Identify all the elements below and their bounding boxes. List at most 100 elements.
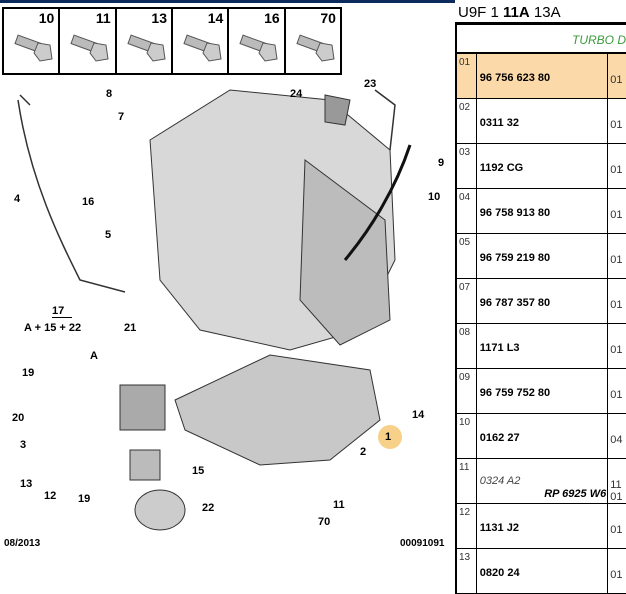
engine-subtitle: TURBO D	[455, 25, 626, 54]
quantity: 01	[610, 164, 623, 176]
callout-label[interactable]: 19	[22, 367, 35, 379]
callout-label[interactable]: 23	[364, 78, 377, 90]
part-number: 96 758 913 80	[479, 207, 551, 219]
part-number: 0162 27	[479, 432, 520, 444]
part-reference[interactable]: 96 759 219 80	[477, 234, 609, 278]
fastener-14[interactable]: 14	[173, 9, 230, 73]
diagram-ref: 00091091	[400, 538, 445, 549]
quantity: 01	[610, 74, 623, 86]
part-reference[interactable]: 96 758 913 80	[477, 189, 609, 233]
callout-label[interactable]: 13	[20, 478, 33, 490]
fastener-number: 10	[38, 10, 55, 26]
bolt-icon	[14, 34, 53, 62]
callout-label[interactable]: 2	[360, 446, 367, 458]
engine-code: U9F 1 11A 13A	[455, 0, 626, 25]
item-number: 09	[457, 369, 477, 413]
part-reference[interactable]: 96 787 357 80	[477, 279, 609, 323]
callout-label[interactable]: 14	[412, 409, 425, 421]
item-number: 04	[457, 189, 477, 233]
callout-label[interactable]: A + 15 + 22	[24, 322, 82, 334]
callout-label[interactable]: 5	[105, 229, 112, 241]
quantity: 04	[610, 434, 623, 446]
part-reference[interactable]: 1131 J2	[477, 504, 609, 548]
item-number: 13	[457, 549, 477, 593]
item-number: 03	[457, 144, 477, 188]
part-reference[interactable]: 0311 32	[477, 99, 609, 143]
part-reference[interactable]: 1171 L3	[477, 324, 609, 368]
callout-label[interactable]: 21	[124, 322, 137, 334]
bolt-icon	[127, 34, 166, 62]
fastener-11[interactable]: 11	[60, 9, 117, 73]
callout-label[interactable]: 22	[202, 502, 215, 514]
item-number: 12	[457, 504, 477, 548]
part-reference[interactable]: 96 759 752 80	[477, 369, 609, 413]
fastener-number: 13	[151, 10, 167, 26]
callout-label[interactable]: 3	[20, 439, 27, 451]
quantity: 01	[610, 119, 623, 131]
callout-label[interactable]: 19	[78, 493, 91, 505]
fastener-70[interactable]: 70	[286, 9, 340, 73]
engine-illustration	[17, 89, 412, 531]
callout-label[interactable]: 7	[118, 111, 125, 123]
part-alt-reference: RP 6925 W6	[544, 488, 607, 500]
callout-label[interactable]: 70	[318, 516, 331, 528]
fastener-10[interactable]: 10	[4, 9, 61, 73]
part-reference[interactable]: 0162 27	[477, 414, 609, 458]
part-number: 96 756 623 80	[479, 72, 551, 84]
callout-label[interactable]: 11	[333, 499, 345, 511]
dipstick	[17, 99, 126, 293]
item-number: 07	[457, 279, 477, 323]
fastener-number: 14	[207, 10, 224, 26]
diagram-date: 08/2013	[4, 538, 41, 549]
oil-pan	[174, 354, 381, 466]
quantity: 01	[610, 209, 623, 221]
part-reference[interactable]: 1192 CG	[477, 144, 609, 188]
part-number: 0324 A2	[479, 475, 521, 487]
oil-filter-housing	[119, 384, 166, 431]
engine-code-suffix: 13A	[529, 4, 561, 21]
callout-label[interactable]: 4	[14, 193, 21, 205]
part-number: 1131 J2	[479, 522, 519, 534]
quantity: 01	[610, 254, 623, 266]
item-number: 02	[457, 99, 477, 143]
callout-label[interactable]: 12	[44, 490, 57, 502]
fastener-16[interactable]: 16	[229, 9, 286, 73]
quantity: 01	[610, 569, 623, 581]
part-number: 96 759 219 80	[479, 252, 551, 264]
quantity: 11 01	[610, 479, 623, 503]
item-number: 11	[457, 459, 477, 503]
callout-label[interactable]: A	[90, 350, 98, 362]
callout-label[interactable]: 24	[290, 88, 303, 100]
callout-label[interactable]: 15	[192, 465, 205, 477]
callout-label[interactable]: 17	[52, 305, 72, 318]
timing-cover	[299, 159, 391, 346]
callout-label[interactable]: 16	[82, 196, 95, 208]
callout-label[interactable]: 20	[12, 412, 25, 424]
bracket	[324, 94, 351, 126]
callout-label[interactable]: 8	[106, 88, 113, 100]
part-reference[interactable]: 0324 A2 RP 6925 W6	[477, 459, 609, 503]
engine-code-prefix: U9F 1	[458, 4, 504, 21]
part-reference[interactable]: 0820 24	[477, 549, 609, 593]
callout-label[interactable]: 1	[385, 431, 392, 443]
fastener-13[interactable]: 13	[117, 9, 173, 73]
part-reference[interactable]: 96 756 623 80	[477, 54, 609, 98]
callout-label[interactable]: 10	[428, 191, 441, 203]
bolt-icon	[296, 34, 335, 62]
callout-label[interactable]: 9	[438, 157, 445, 169]
quantity: 01	[610, 299, 623, 311]
